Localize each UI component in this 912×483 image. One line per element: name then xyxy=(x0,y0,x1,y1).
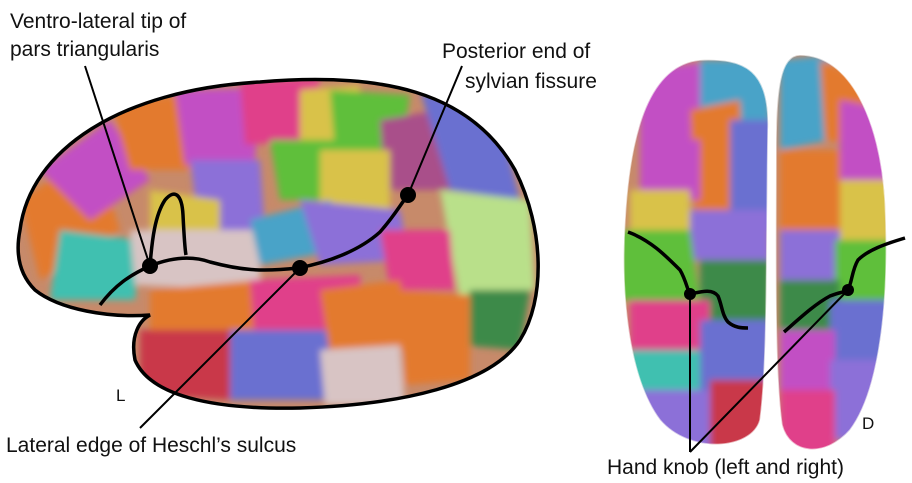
sylvian-fissure-label-line2: sylvian fissure xyxy=(465,68,597,95)
hand-knob-label: Hand knob (left and right) xyxy=(607,454,844,481)
sylvian-fissure-label-line1: Posterior end of xyxy=(442,38,590,65)
dorsal-view-tag: D xyxy=(862,414,874,434)
lateral-view-tag: L xyxy=(116,386,125,406)
heschl-label: Lateral edge of Heschl’s sulcus xyxy=(6,432,296,459)
dorsal-left-hemisphere xyxy=(610,50,780,470)
pars-triangularis-label-line2: pars triangularis xyxy=(10,36,159,63)
dorsal-right-hemisphere xyxy=(770,50,900,470)
pars-triangularis-label-line1: Ventro-lateral tip of xyxy=(10,8,186,35)
lateral-brain-surface xyxy=(0,60,560,420)
